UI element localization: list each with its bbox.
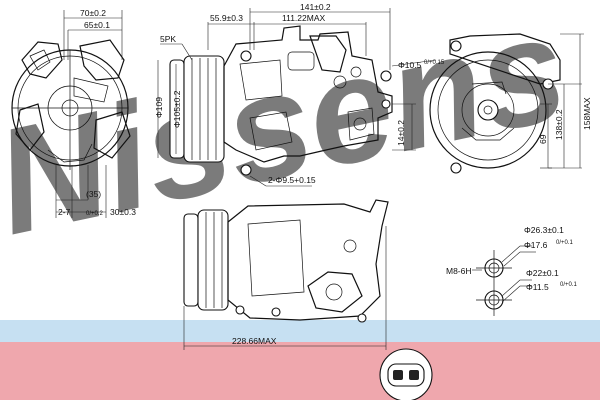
dim-side-dia105: Φ105±0.2 — [172, 90, 182, 128]
dim-side-141: 141±0.2 — [300, 2, 331, 12]
dim-side-111: 111.22MAX — [282, 13, 325, 23]
top-color-band — [0, 320, 600, 342]
dim-port-17: Φ17.6 — [524, 240, 548, 250]
dim-front-35: (35) — [86, 189, 101, 199]
front-view — [11, 10, 131, 218]
dim-port-m8: M8-6H — [446, 266, 472, 276]
rear-view — [429, 33, 584, 174]
dim-front-2x7: 2-7 — [58, 207, 71, 217]
bottom-color-band — [0, 342, 600, 400]
dim-bottom-228: 228.66MAX — [232, 336, 277, 346]
watermark: Nissens — [0, 0, 579, 266]
dim-side-dia109: Φ109 — [154, 97, 164, 118]
dim-side-5pk: 5PK — [160, 34, 176, 44]
dim-side-hole-10: Φ10.5 — [398, 60, 422, 70]
dim-side-2x9: 2-Φ9.5+0.15 — [268, 175, 316, 185]
dim-port-17-tol: 0/+0.1 — [556, 240, 574, 246]
port-detail — [472, 245, 536, 316]
electrical-connector — [379, 348, 433, 400]
dim-front-30: 30±0.3 — [110, 207, 136, 217]
dim-front-2x7-tol: 0/+0.2 — [86, 211, 104, 217]
dim-port-11: Φ11.5 — [526, 282, 549, 292]
dim-side-14: 14±0.2 — [396, 120, 406, 146]
dim-front-70: 70±0.2 — [80, 8, 106, 18]
dim-port-26: Φ26.3±0.1 — [524, 225, 564, 235]
side-view — [157, 8, 437, 187]
dim-side-hole-10-tol: 0/+0.15 — [424, 60, 445, 66]
dim-port-22: Φ22±0.1 — [526, 268, 559, 278]
dim-rear-69: 69 — [538, 134, 548, 144]
dim-side-55: 55.9±0.3 — [210, 13, 243, 23]
dim-rear-138: 138±0.2 — [554, 109, 564, 140]
bottom-view — [183, 199, 389, 350]
dim-front-65: 65±0.1 — [84, 20, 110, 30]
dim-rear-158: 158MAX — [582, 97, 592, 130]
dim-port-11-tol: 0/+0.1 — [560, 282, 578, 288]
